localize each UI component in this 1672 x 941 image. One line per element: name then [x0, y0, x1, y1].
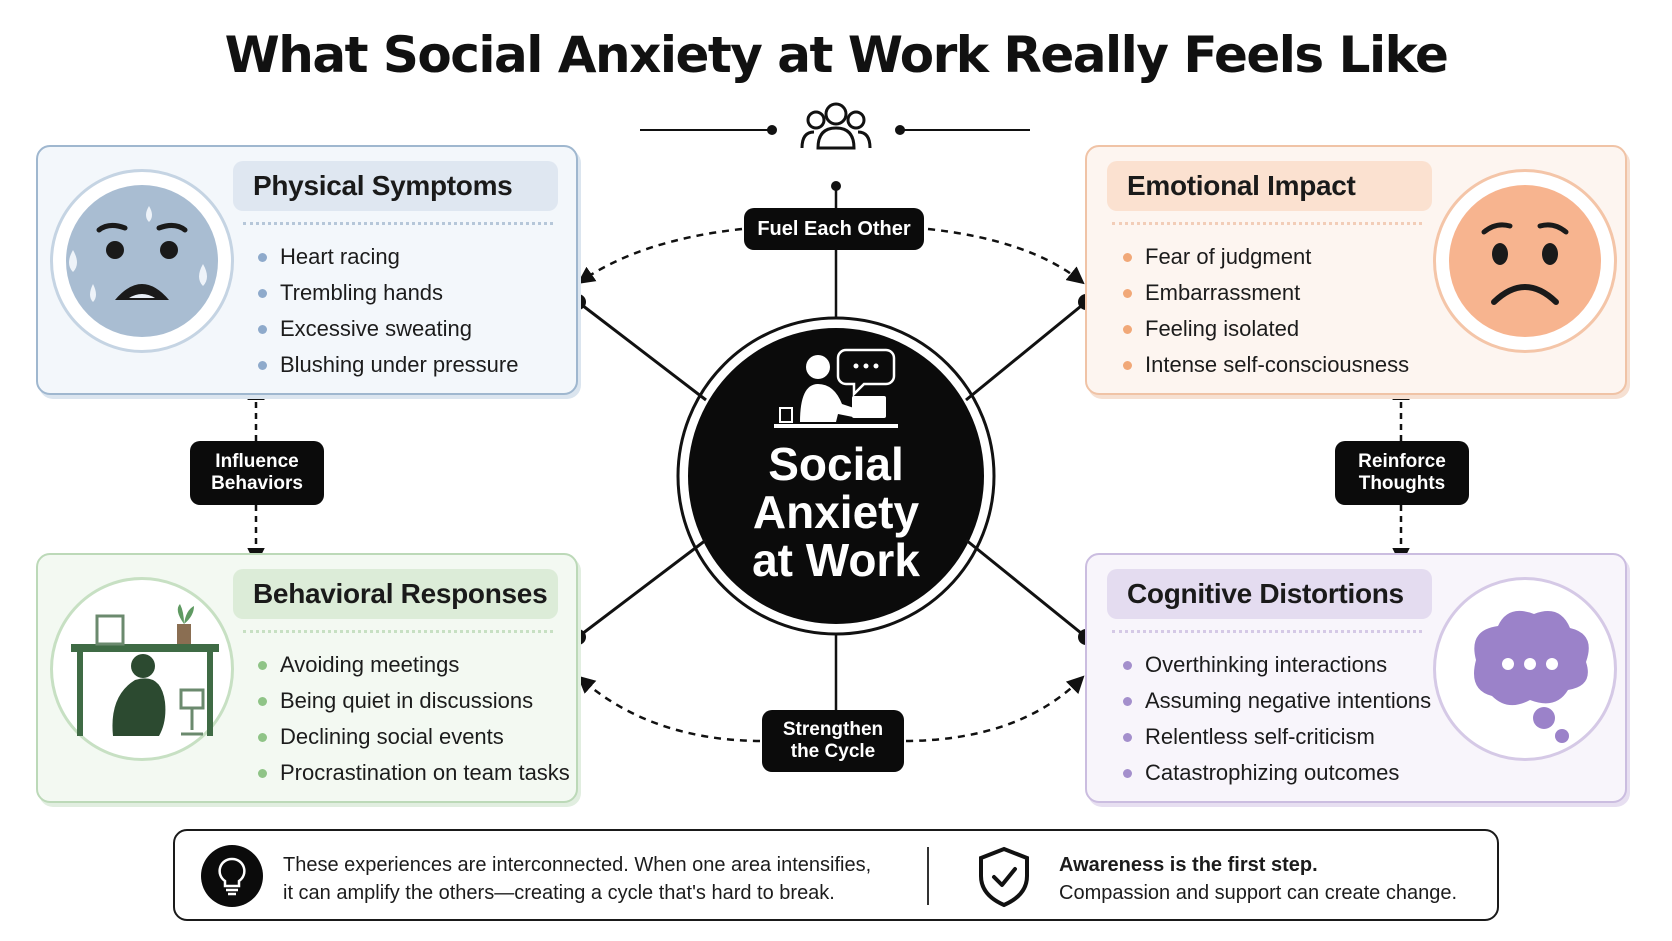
list-item: Being quiet in discussions — [258, 683, 570, 719]
spoke-physical — [577, 300, 707, 402]
behavior-list: Avoiding meetings Being quiet in discuss… — [258, 647, 570, 791]
sweating-anxious-face-icon — [50, 169, 234, 353]
divider — [243, 222, 553, 225]
list-item: Intense self-consciousness — [1123, 347, 1409, 383]
list-item: Embarrassment — [1123, 275, 1409, 311]
lightbulb-icon — [201, 845, 263, 907]
footer-right-heading: Awareness is the first step. — [1059, 854, 1318, 876]
card-title: Emotional Impact — [1107, 161, 1432, 211]
spoke-behavioral — [577, 538, 707, 639]
arrow-top-right — [927, 227, 1085, 285]
card-title: Cognitive Distortions — [1107, 569, 1432, 619]
footer-left-line: it can amplify the others—creating a cyc… — [283, 882, 835, 904]
people-group-icon — [800, 102, 872, 150]
distortion-list: Overthinking interactions Assuming negat… — [1123, 647, 1431, 791]
card-physical-symptoms: Physical Symptoms Heart racing Trembling… — [36, 145, 578, 395]
card-title: Physical Symptoms — [233, 161, 558, 211]
symptom-list: Heart racing Trembling hands Excessive s… — [258, 239, 518, 383]
arrow-top-left — [577, 227, 743, 285]
person-hiding-under-desk-icon — [50, 577, 234, 761]
divider — [243, 630, 553, 633]
tag-strengthen-cycle: Strengthen the Cycle — [762, 710, 904, 772]
spoke-emotional — [965, 300, 1087, 402]
page-title: What Social Anxiety at Work Really Feels… — [224, 26, 1449, 84]
footer-right-text: Awareness is the first step. Compassion … — [1059, 851, 1457, 907]
arrow-bottom-left — [577, 675, 761, 743]
list-item: Overthinking interactions — [1123, 647, 1431, 683]
arrow-bottom-right — [905, 675, 1085, 743]
list-item: Trembling hands — [258, 275, 518, 311]
footer-left-line: These experiences are interconnected. Wh… — [283, 854, 872, 876]
tag-influence-behaviors: Influence Behaviors — [190, 441, 324, 505]
divider — [1112, 630, 1422, 633]
center-disc — [688, 328, 984, 624]
card-behavioral-responses: Behavioral Responses Avoiding meetings B… — [36, 553, 578, 803]
footer-callout: These experiences are interconnected. Wh… — [173, 829, 1499, 921]
list-item: Excessive sweating — [258, 311, 518, 347]
footer-divider — [927, 847, 929, 905]
list-item: Heart racing — [258, 239, 518, 275]
person-at-desk-icon — [774, 348, 898, 428]
list-item: Declining social events — [258, 719, 570, 755]
tag-reinforce-thoughts: Reinforce Thoughts — [1335, 441, 1469, 505]
thought-bubble-icon — [1433, 577, 1617, 761]
emotion-list: Fear of judgment Embarrassment Feeling i… — [1123, 239, 1409, 383]
list-item: Feeling isolated — [1123, 311, 1409, 347]
footer-right-line: Compassion and support can create change… — [1059, 882, 1458, 904]
list-item: Assuming negative intentions — [1123, 683, 1431, 719]
list-item: Fear of judgment — [1123, 239, 1409, 275]
card-title: Behavioral Responses — [233, 569, 558, 619]
list-item: Avoiding meetings — [258, 647, 570, 683]
shield-check-icon — [979, 846, 1029, 908]
spoke-cognitive — [965, 538, 1087, 639]
center-label: Social Anxiety at Work — [752, 438, 920, 586]
sad-face-icon — [1433, 169, 1617, 353]
list-item: Relentless self-criticism — [1123, 719, 1431, 755]
footer-left-text: These experiences are interconnected. Wh… — [283, 851, 871, 907]
card-emotional-impact: Emotional Impact Fear of judgment Embarr… — [1085, 145, 1627, 395]
card-cognitive-distortions: Cognitive Distortions Overthinking inter… — [1085, 553, 1627, 803]
list-item: Procrastination on team tasks — [258, 755, 570, 791]
tag-fuel-each-other: Fuel Each Other — [744, 208, 924, 250]
list-item: Blushing under pressure — [258, 347, 518, 383]
divider — [1112, 222, 1422, 225]
list-item: Catastrophizing outcomes — [1123, 755, 1431, 791]
header-ornament — [640, 125, 1030, 135]
